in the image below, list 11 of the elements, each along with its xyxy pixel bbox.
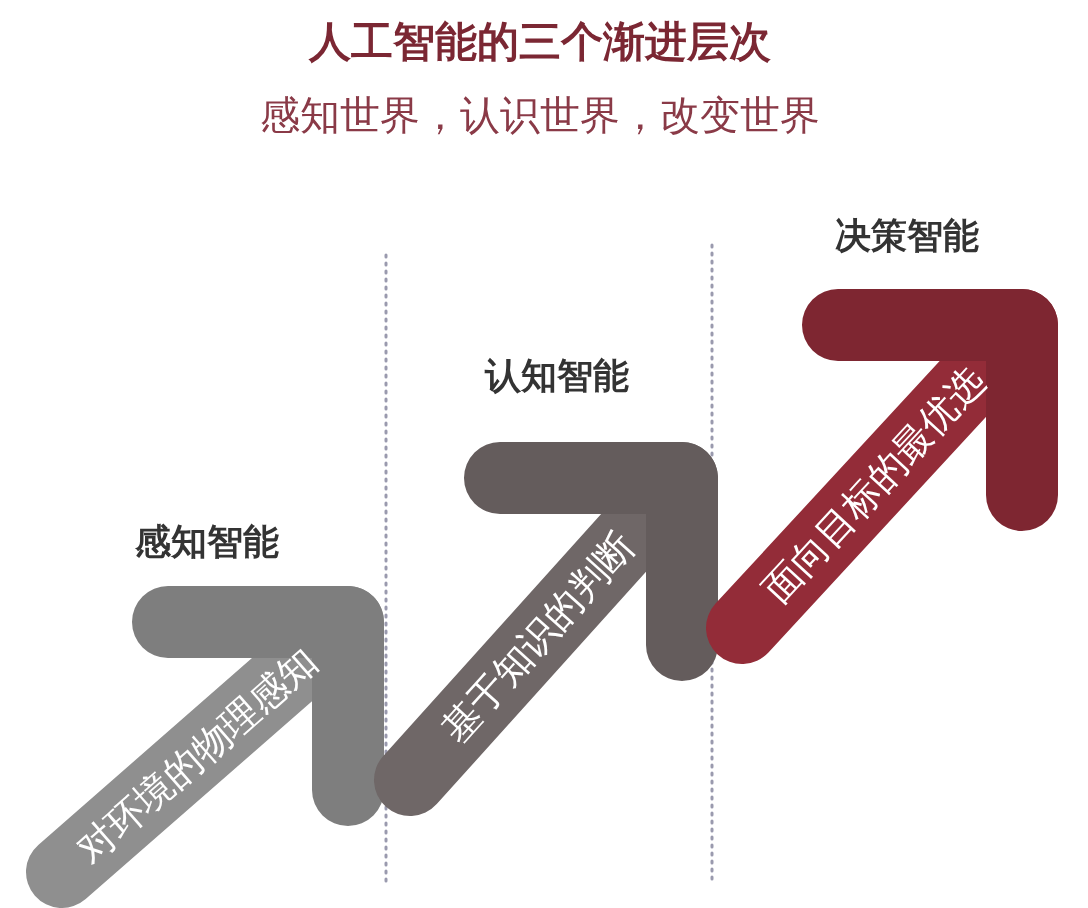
arrow-label: 对环境的物理感知 xyxy=(70,640,324,870)
step-arrow xyxy=(26,586,384,908)
subtitle: 感知世界，认识世界，改变世界 xyxy=(260,91,820,140)
step-heading: 感知智能 xyxy=(135,520,279,564)
step-heading: 决策智能 xyxy=(835,214,979,258)
step-heading: 认知智能 xyxy=(485,354,629,398)
title: 人工智能的三个渐进层次 xyxy=(309,16,771,68)
arrow-label: 面向目标的最优选 xyxy=(756,359,992,610)
step-arrow xyxy=(374,442,718,816)
step-arrow xyxy=(706,289,1058,664)
arrow-label: 基于知识的判断 xyxy=(434,525,642,749)
